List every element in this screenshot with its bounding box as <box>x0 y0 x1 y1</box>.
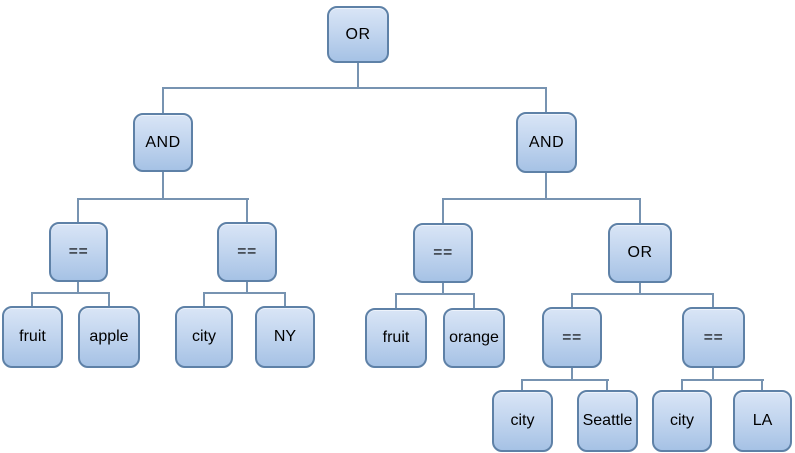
connector-andr-stem <box>545 171 547 199</box>
connector-or2-to-eq5 <box>712 293 714 309</box>
connector-andl-stem <box>162 170 164 199</box>
connector-eq5-stem <box>712 366 714 380</box>
connector-eq3-to-fruit <box>395 293 397 310</box>
connector-eq1-bar <box>31 292 110 294</box>
connector-eq4-bar <box>521 379 609 381</box>
node-eq-city-seattle: == <box>542 307 602 368</box>
connector-root-bar <box>162 87 547 89</box>
node-or-root: OR <box>327 6 389 63</box>
node-leaf-ny: NY <box>255 306 315 368</box>
connector-root-to-and-left <box>162 87 164 115</box>
connector-andl-to-eq2 <box>246 198 248 224</box>
connector-root-stem <box>357 60 359 88</box>
connector-eq1-to-fruit <box>31 292 33 308</box>
node-eq-city-ny: == <box>217 222 277 282</box>
node-and-right: AND <box>516 112 577 173</box>
connector-or2-bar <box>571 293 714 295</box>
connector-or2-to-eq4 <box>571 293 573 309</box>
connector-eq2-stem <box>246 280 248 293</box>
connector-eq5-to-city <box>681 379 683 392</box>
node-and-left: AND <box>133 113 193 172</box>
node-eq-fruit-orange: == <box>413 223 473 283</box>
connector-or2-stem <box>639 281 641 294</box>
connector-andr-to-or2 <box>639 198 641 225</box>
connector-eq3-bar <box>395 293 475 295</box>
connector-eq4-to-seattle <box>606 379 608 392</box>
connector-andr-to-eq3 <box>442 198 444 225</box>
connector-eq1-stem <box>77 280 79 293</box>
node-or-inner: OR <box>608 223 672 283</box>
connector-eq4-stem <box>571 366 573 380</box>
node-leaf-orange: orange <box>443 308 505 368</box>
connector-root-to-and-right <box>545 87 547 114</box>
connector-eq4-to-city <box>521 379 523 392</box>
node-leaf-city-2: city <box>492 390 553 452</box>
node-eq-fruit-apple: == <box>49 222 108 282</box>
connector-andl-to-eq1 <box>77 198 79 224</box>
connector-eq2-bar <box>203 292 286 294</box>
node-leaf-la: LA <box>733 390 792 452</box>
node-leaf-fruit-1: fruit <box>2 306 63 368</box>
connector-eq5-bar <box>681 379 764 381</box>
node-leaf-seattle: Seattle <box>577 390 638 452</box>
connector-eq3-stem <box>442 281 444 294</box>
connector-andr-bar <box>442 198 641 200</box>
connector-eq2-to-ny <box>284 292 286 308</box>
connector-eq1-to-apple <box>108 292 110 308</box>
connector-eq5-to-la <box>761 379 763 392</box>
connector-andl-bar <box>77 198 249 200</box>
connector-eq3-to-orange <box>473 293 475 310</box>
node-leaf-city-1: city <box>175 306 233 368</box>
node-eq-city-la: == <box>682 307 745 368</box>
node-leaf-fruit-2: fruit <box>365 308 427 368</box>
node-leaf-city-3: city <box>652 390 712 452</box>
connector-eq2-to-city <box>203 292 205 308</box>
node-leaf-apple: apple <box>78 306 140 368</box>
